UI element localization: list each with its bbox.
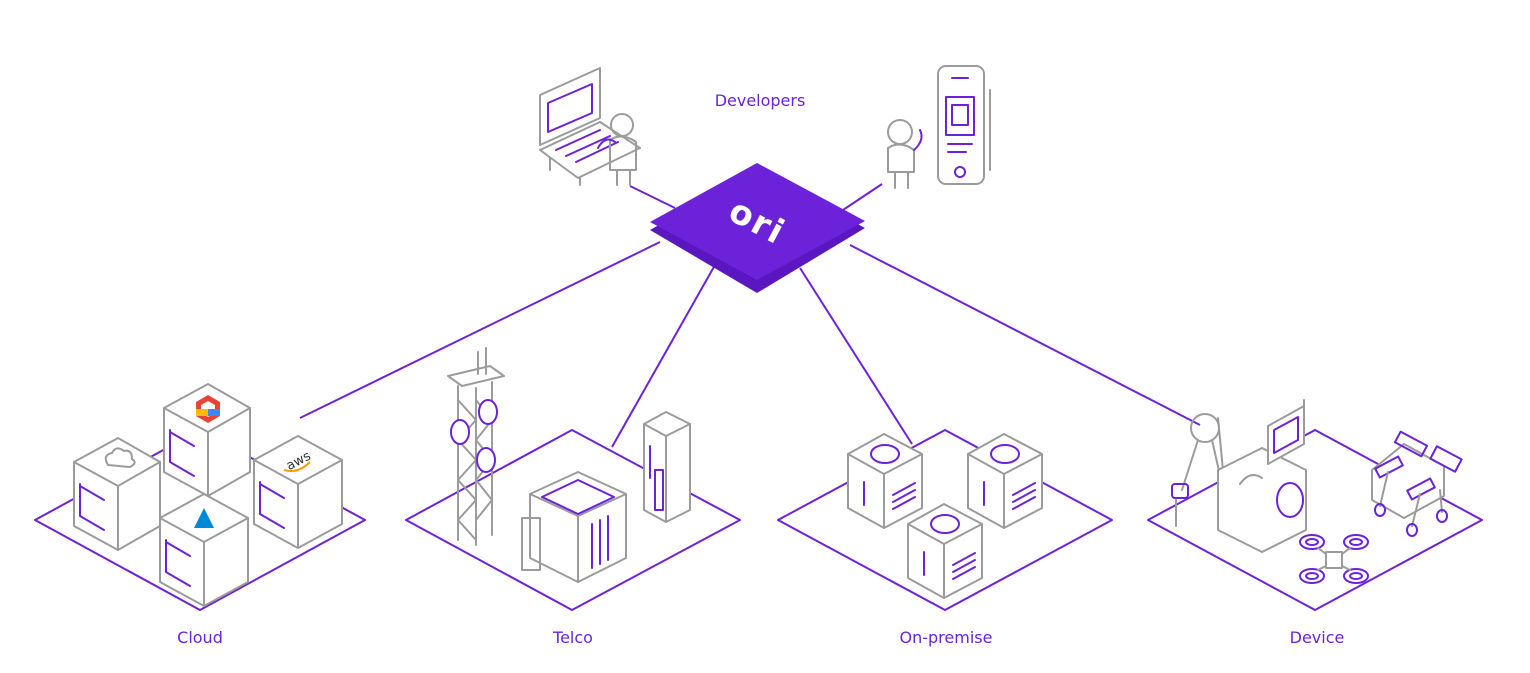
monitor-icon	[1267, 399, 1305, 465]
server-tower-icon	[643, 411, 691, 523]
cloud-icon	[104, 447, 136, 468]
connector-on-premise	[799, 267, 913, 445]
device-label: Device	[1290, 628, 1345, 647]
azure-icon	[194, 508, 214, 528]
smartphone-icon	[937, 65, 991, 185]
aws-cube: aws	[253, 435, 343, 549]
connector-device	[849, 244, 1201, 426]
connector-phone	[842, 183, 883, 211]
connector-cloud	[299, 241, 661, 419]
generic-cloud-cube	[73, 437, 161, 551]
ori-hub: ori	[650, 163, 865, 293]
server-rack-icon	[967, 433, 1043, 529]
on-premise-label: On-premise	[900, 628, 993, 647]
connector-telco	[611, 264, 716, 448]
cloud-label: Cloud	[177, 628, 223, 647]
google-cloud-icon	[196, 395, 220, 423]
server-rack-icon	[847, 433, 923, 529]
platform-on-premise	[777, 429, 1113, 611]
connection-lines	[299, 183, 1201, 448]
robot-dog-icon	[1371, 430, 1463, 537]
server-rack-icon	[907, 503, 983, 599]
on-premise-servers	[847, 433, 1043, 599]
laptop-icon	[539, 67, 641, 186]
developers-label: Developers	[715, 91, 806, 110]
developer-person-icon	[887, 119, 923, 189]
telco-label: Telco	[552, 628, 593, 647]
connector-laptop	[629, 185, 676, 209]
google-cloud-cube	[163, 383, 251, 497]
drone-icon	[1299, 534, 1369, 584]
telco-cabinet-icon	[521, 471, 627, 583]
cloud-provider-cubes: aws	[73, 383, 343, 607]
robot-arm-icon	[1171, 413, 1307, 553]
developer-person-icon	[597, 113, 637, 186]
cell-tower-icon	[447, 347, 505, 546]
azure-cube	[159, 493, 249, 607]
